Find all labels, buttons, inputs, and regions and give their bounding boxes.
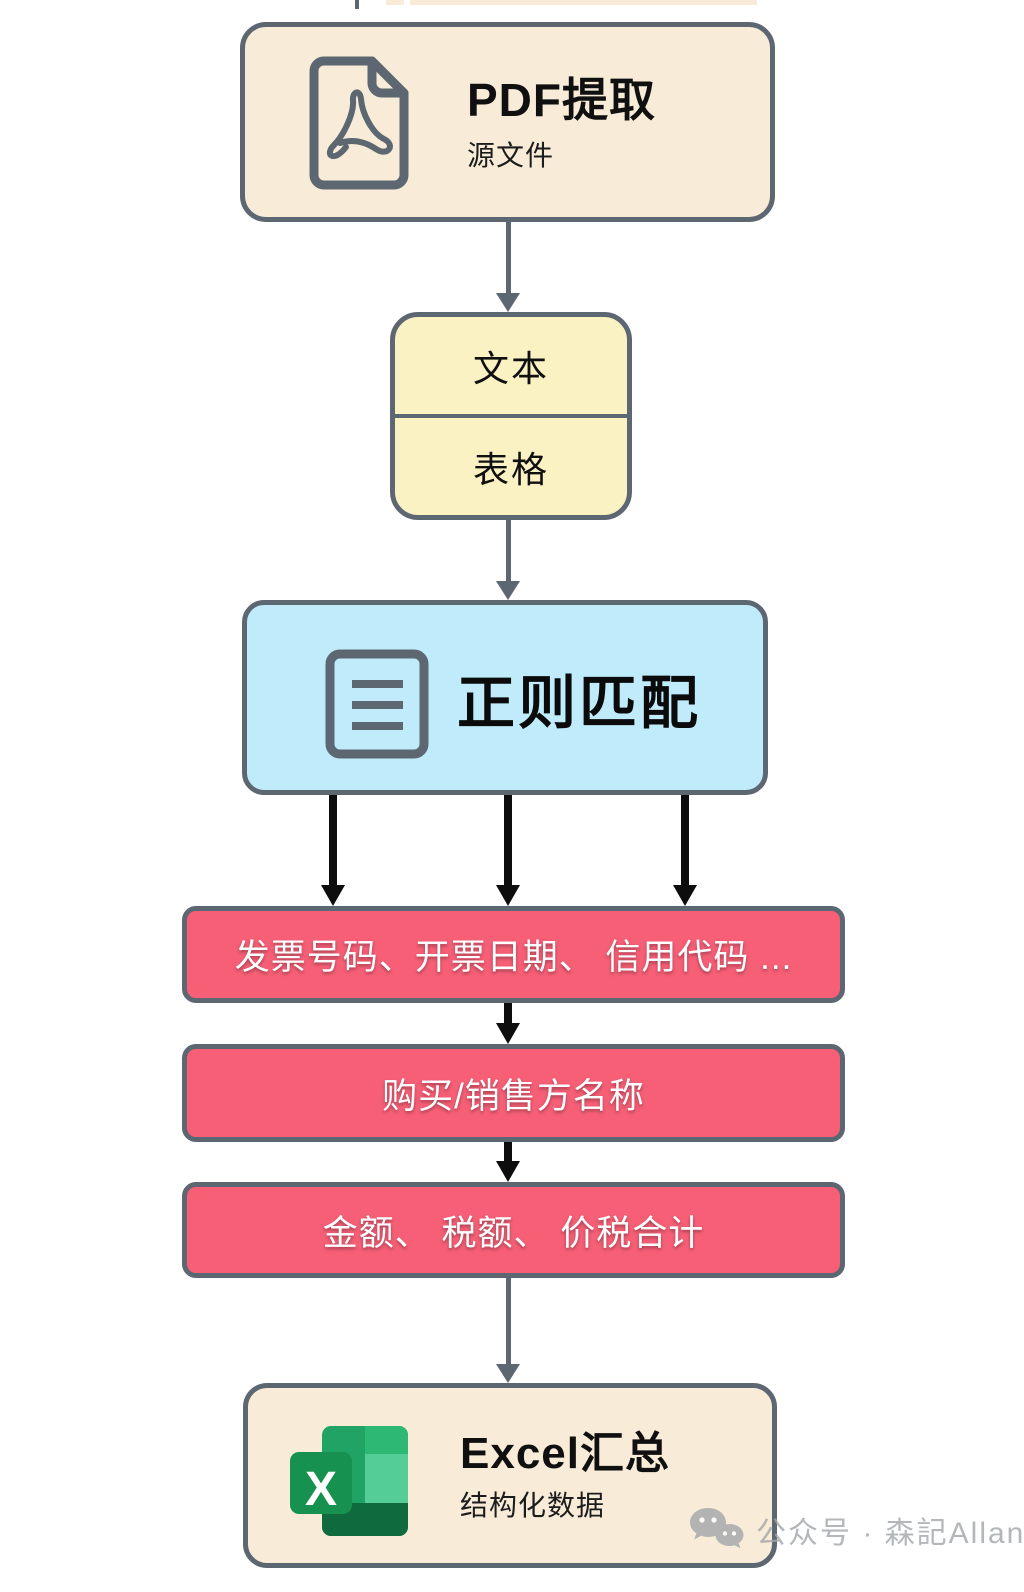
split-cell-text: 文本 (395, 317, 627, 414)
node-party-names: 购买/销售方名称 (182, 1044, 845, 1142)
text-label: 文本 (472, 347, 549, 389)
node-text-table: 文本 表格 (390, 312, 632, 520)
pdf-node-title: PDF提取 (467, 74, 656, 126)
node-invoice-number-fields: 发票号码、开票日期、 信用代码 ... (182, 906, 845, 1003)
pdf-file-icon (302, 51, 414, 195)
cropped-connector-remnant (355, 0, 359, 9)
node-excel-summary: X Excel汇总 结构化数据 (243, 1383, 777, 1568)
node-amount-fields: 金额、 税额、 价税合计 (182, 1182, 845, 1278)
watermark: 公众号 · 森記Allan (688, 1506, 1024, 1554)
arrow-head (496, 293, 520, 312)
cropped-node-remnant (386, 0, 404, 5)
arrow-fields1-to-fields2 (496, 1003, 520, 1044)
excel-node-subtitle: 结构化数据 (460, 1490, 606, 1522)
excel-x-letter: X (305, 1463, 337, 1516)
arrow-regex-to-fields-center (496, 795, 520, 906)
arrow-head (321, 885, 345, 906)
split-divider (395, 414, 627, 418)
table-label: 表格 (472, 448, 549, 490)
pdf-node-subtitle: 源文件 (467, 139, 555, 171)
watermark-label: 公众号 · 森記Allan (756, 1517, 1024, 1550)
amount-fields-label: 金额、 税额、 价税合计 (322, 1213, 705, 1253)
arrow-fields-to-excel (496, 1278, 520, 1383)
arrow-head (496, 1161, 520, 1182)
invoice-number-fields-label: 发票号码、开票日期、 信用代码 ... (234, 938, 793, 977)
party-names-label: 购买/销售方名称 (382, 1076, 645, 1116)
document-lines-icon (325, 649, 429, 759)
node-regex-match: 正则匹配 (242, 600, 768, 795)
arrow-head (496, 581, 520, 600)
regex-node-title: 正则匹配 (457, 670, 702, 736)
arrow-head (496, 1364, 520, 1383)
arrow-pdf-to-split (496, 222, 520, 312)
arrow-head (496, 885, 520, 906)
arrow-fields2-to-fields3 (496, 1142, 520, 1182)
wechat-icon (688, 1506, 744, 1554)
split-cell-table: 表格 (395, 418, 627, 515)
arrow-split-to-regex (496, 520, 520, 600)
arrow-head (496, 1023, 520, 1044)
arrow-regex-to-fields-left (321, 795, 345, 906)
excel-node-title: Excel汇总 (460, 1429, 670, 1478)
arrow-regex-to-fields-right (673, 795, 697, 906)
cropped-node-remnant (410, 0, 757, 5)
arrow-head (673, 885, 697, 906)
excel-icon: X (288, 1424, 410, 1538)
node-pdf-extract: PDF提取 源文件 (240, 22, 775, 222)
